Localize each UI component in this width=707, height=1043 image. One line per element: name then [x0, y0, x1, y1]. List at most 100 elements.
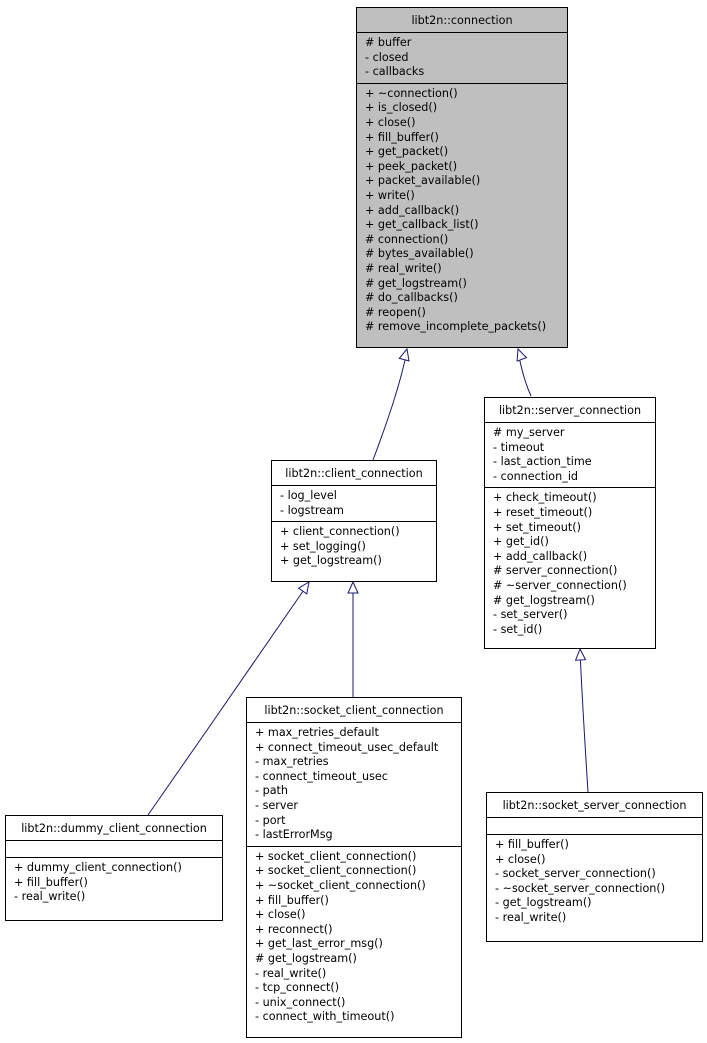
method-row: + dummy_client_connection() [14, 861, 182, 874]
attribute-row: - callbacks [365, 65, 425, 79]
connection-title: libt2n::connection [411, 14, 513, 27]
method-row: - set_server() [493, 608, 568, 622]
method-row: - get_logstream() [495, 896, 592, 910]
server-connection-attributes: # my_server- timeout- last_action_time- … [485, 422, 655, 487]
method-row: # ~server_connection() [493, 578, 627, 592]
method-row: + get_packet() [365, 145, 449, 159]
connection-methods: + ~connection()+ is_closed()+ close()+ f… [357, 82, 567, 338]
server-connection-methods: + check_timeout()+ reset_timeout()+ set_… [485, 487, 655, 640]
attribute-row: - connect_timeout_usec [255, 769, 388, 783]
method-row: # connection() [365, 232, 449, 246]
client-connection-methods: + client_connection()+ set_logging()+ ge… [272, 521, 436, 572]
attribute-row: - lastErrorMsg [255, 828, 333, 842]
method-row: - ~socket_server_connection() [495, 881, 666, 895]
method-row: + fill_buffer() [255, 893, 329, 907]
inheritance-arrowhead-icon [297, 581, 310, 595]
method-row: - tcp_connect() [255, 981, 340, 995]
class-socket-client-connection[interactable]: libt2n::socket_client_connection+ max_re… [246, 697, 462, 1038]
method-row: + add_callback() [365, 203, 460, 217]
method-row: # reopen() [365, 305, 426, 319]
class-server-connection[interactable]: libt2n::server_connection# my_server- ti… [484, 397, 656, 649]
method-row: + fill_buffer() [495, 838, 569, 851]
attribute-row: - timeout [493, 440, 545, 454]
client-connection-title: libt2n::client_connection [285, 467, 423, 480]
method-row: # get_logstream() [493, 593, 595, 607]
attribute-row: # my_server [493, 426, 565, 439]
attribute-row: - max_retries [255, 755, 329, 769]
method-row: - real_write() [14, 890, 86, 904]
attribute-row: + connect_timeout_usec_default [255, 740, 439, 754]
attribute-row: - path [255, 784, 289, 798]
method-row: # remove_incomplete_packets() [365, 320, 547, 334]
dummy-client-connection-title: libt2n::dummy_client_connection [21, 822, 207, 835]
method-row: + close() [365, 115, 416, 129]
edge-client-connection-to-connection [372, 350, 408, 461]
attribute-row: + max_retries_default [255, 726, 379, 739]
method-row: # get_logstream() [365, 276, 467, 290]
method-row: + reset_timeout() [493, 505, 593, 519]
method-row: + close() [495, 852, 546, 866]
class-connection[interactable]: libt2n::connection# buffer- closed- call… [356, 7, 568, 348]
socket-server-connection-title: libt2n::socket_server_connection [502, 799, 687, 812]
method-row: + get_callback_list() [365, 218, 479, 232]
inheritance-arrowhead-icon [574, 647, 587, 661]
attribute-row: - connection_id [493, 469, 579, 483]
method-row: + packet_available() [365, 174, 481, 188]
socket-client-connection-attributes: + max_retries_default+ connect_timeout_u… [247, 722, 461, 846]
socket-client-connection-methods: + socket_client_connection()+ socket_cli… [247, 845, 461, 1028]
method-row: # bytes_available() [365, 247, 474, 261]
method-row: + get_logstream() [280, 554, 382, 568]
method-row: + write() [365, 188, 415, 202]
method-row: + peek_packet() [365, 159, 458, 173]
edge-dummy-client-connection-to-client-connection [147, 583, 309, 816]
class-dummy-client-connection[interactable]: libt2n::dummy_client_connection+ dummy_c… [5, 815, 223, 921]
attribute-row: - port [255, 813, 286, 827]
attribute-row: - log_level [280, 489, 337, 502]
method-row: + client_connection() [280, 525, 400, 539]
method-row: + socket_client_connection() [255, 849, 417, 863]
method-row: - connect_with_timeout() [255, 1010, 395, 1024]
class-client-connection[interactable]: libt2n::client_connection- log_level- lo… [271, 460, 437, 582]
connection-attributes: # buffer- closed- callbacks [357, 32, 567, 83]
attribute-row: - last_action_time [493, 455, 592, 469]
socket-server-connection-attributes [487, 817, 702, 834]
attribute-row: - logstream [280, 503, 344, 517]
method-row: # real_write() [365, 261, 442, 275]
method-row: + set_timeout() [493, 520, 581, 534]
method-row: + socket_client_connection() [255, 864, 417, 878]
inheritance-arrowhead-icon [398, 347, 410, 362]
method-row: + close() [255, 908, 306, 922]
method-row: + set_logging() [280, 539, 366, 553]
method-row: - real_write() [255, 966, 327, 980]
server-connection-title: libt2n::server_connection [498, 404, 642, 417]
inheritance-arrowhead-icon [347, 580, 359, 594]
attribute-row: - closed [365, 50, 409, 64]
method-row: + check_timeout() [493, 491, 597, 505]
method-row: + add_callback() [493, 549, 588, 563]
method-row: + is_closed() [365, 101, 438, 115]
method-row: + ~connection() [365, 86, 458, 100]
method-row: - unix_connect() [255, 995, 346, 1009]
method-row: - socket_server_connection() [495, 867, 656, 881]
method-row: # do_callbacks() [365, 291, 458, 305]
method-row: + reconnect() [255, 922, 333, 936]
class-socket-server-connection[interactable]: libt2n::socket_server_connection+ fill_b… [486, 792, 703, 942]
method-row: + ~socket_client_connection() [255, 878, 426, 892]
method-row: - real_write() [495, 910, 567, 924]
edge-socket-server-connection-to-server-connection [579, 650, 589, 793]
method-row: # get_logstream() [255, 951, 357, 965]
inheritance-arrowhead-icon [516, 347, 528, 362]
dummy-client-connection-attributes [6, 840, 222, 857]
dummy-client-connection-methods: + dummy_client_connection()+ fill_buffer… [6, 857, 222, 908]
attribute-row: - server [255, 798, 299, 812]
method-row: + fill_buffer() [365, 130, 439, 144]
method-row: + get_id() [493, 535, 549, 549]
method-row: - set_id() [493, 622, 543, 636]
attribute-row: # buffer [365, 36, 412, 49]
socket-server-connection-methods: + fill_buffer()+ close()- socket_server_… [487, 834, 702, 929]
method-row: + fill_buffer() [14, 875, 88, 889]
method-row: + get_last_error_msg() [255, 937, 383, 951]
socket-client-connection-title: libt2n::socket_client_connection [264, 704, 444, 717]
client-connection-attributes: - log_level- logstream [272, 485, 436, 521]
